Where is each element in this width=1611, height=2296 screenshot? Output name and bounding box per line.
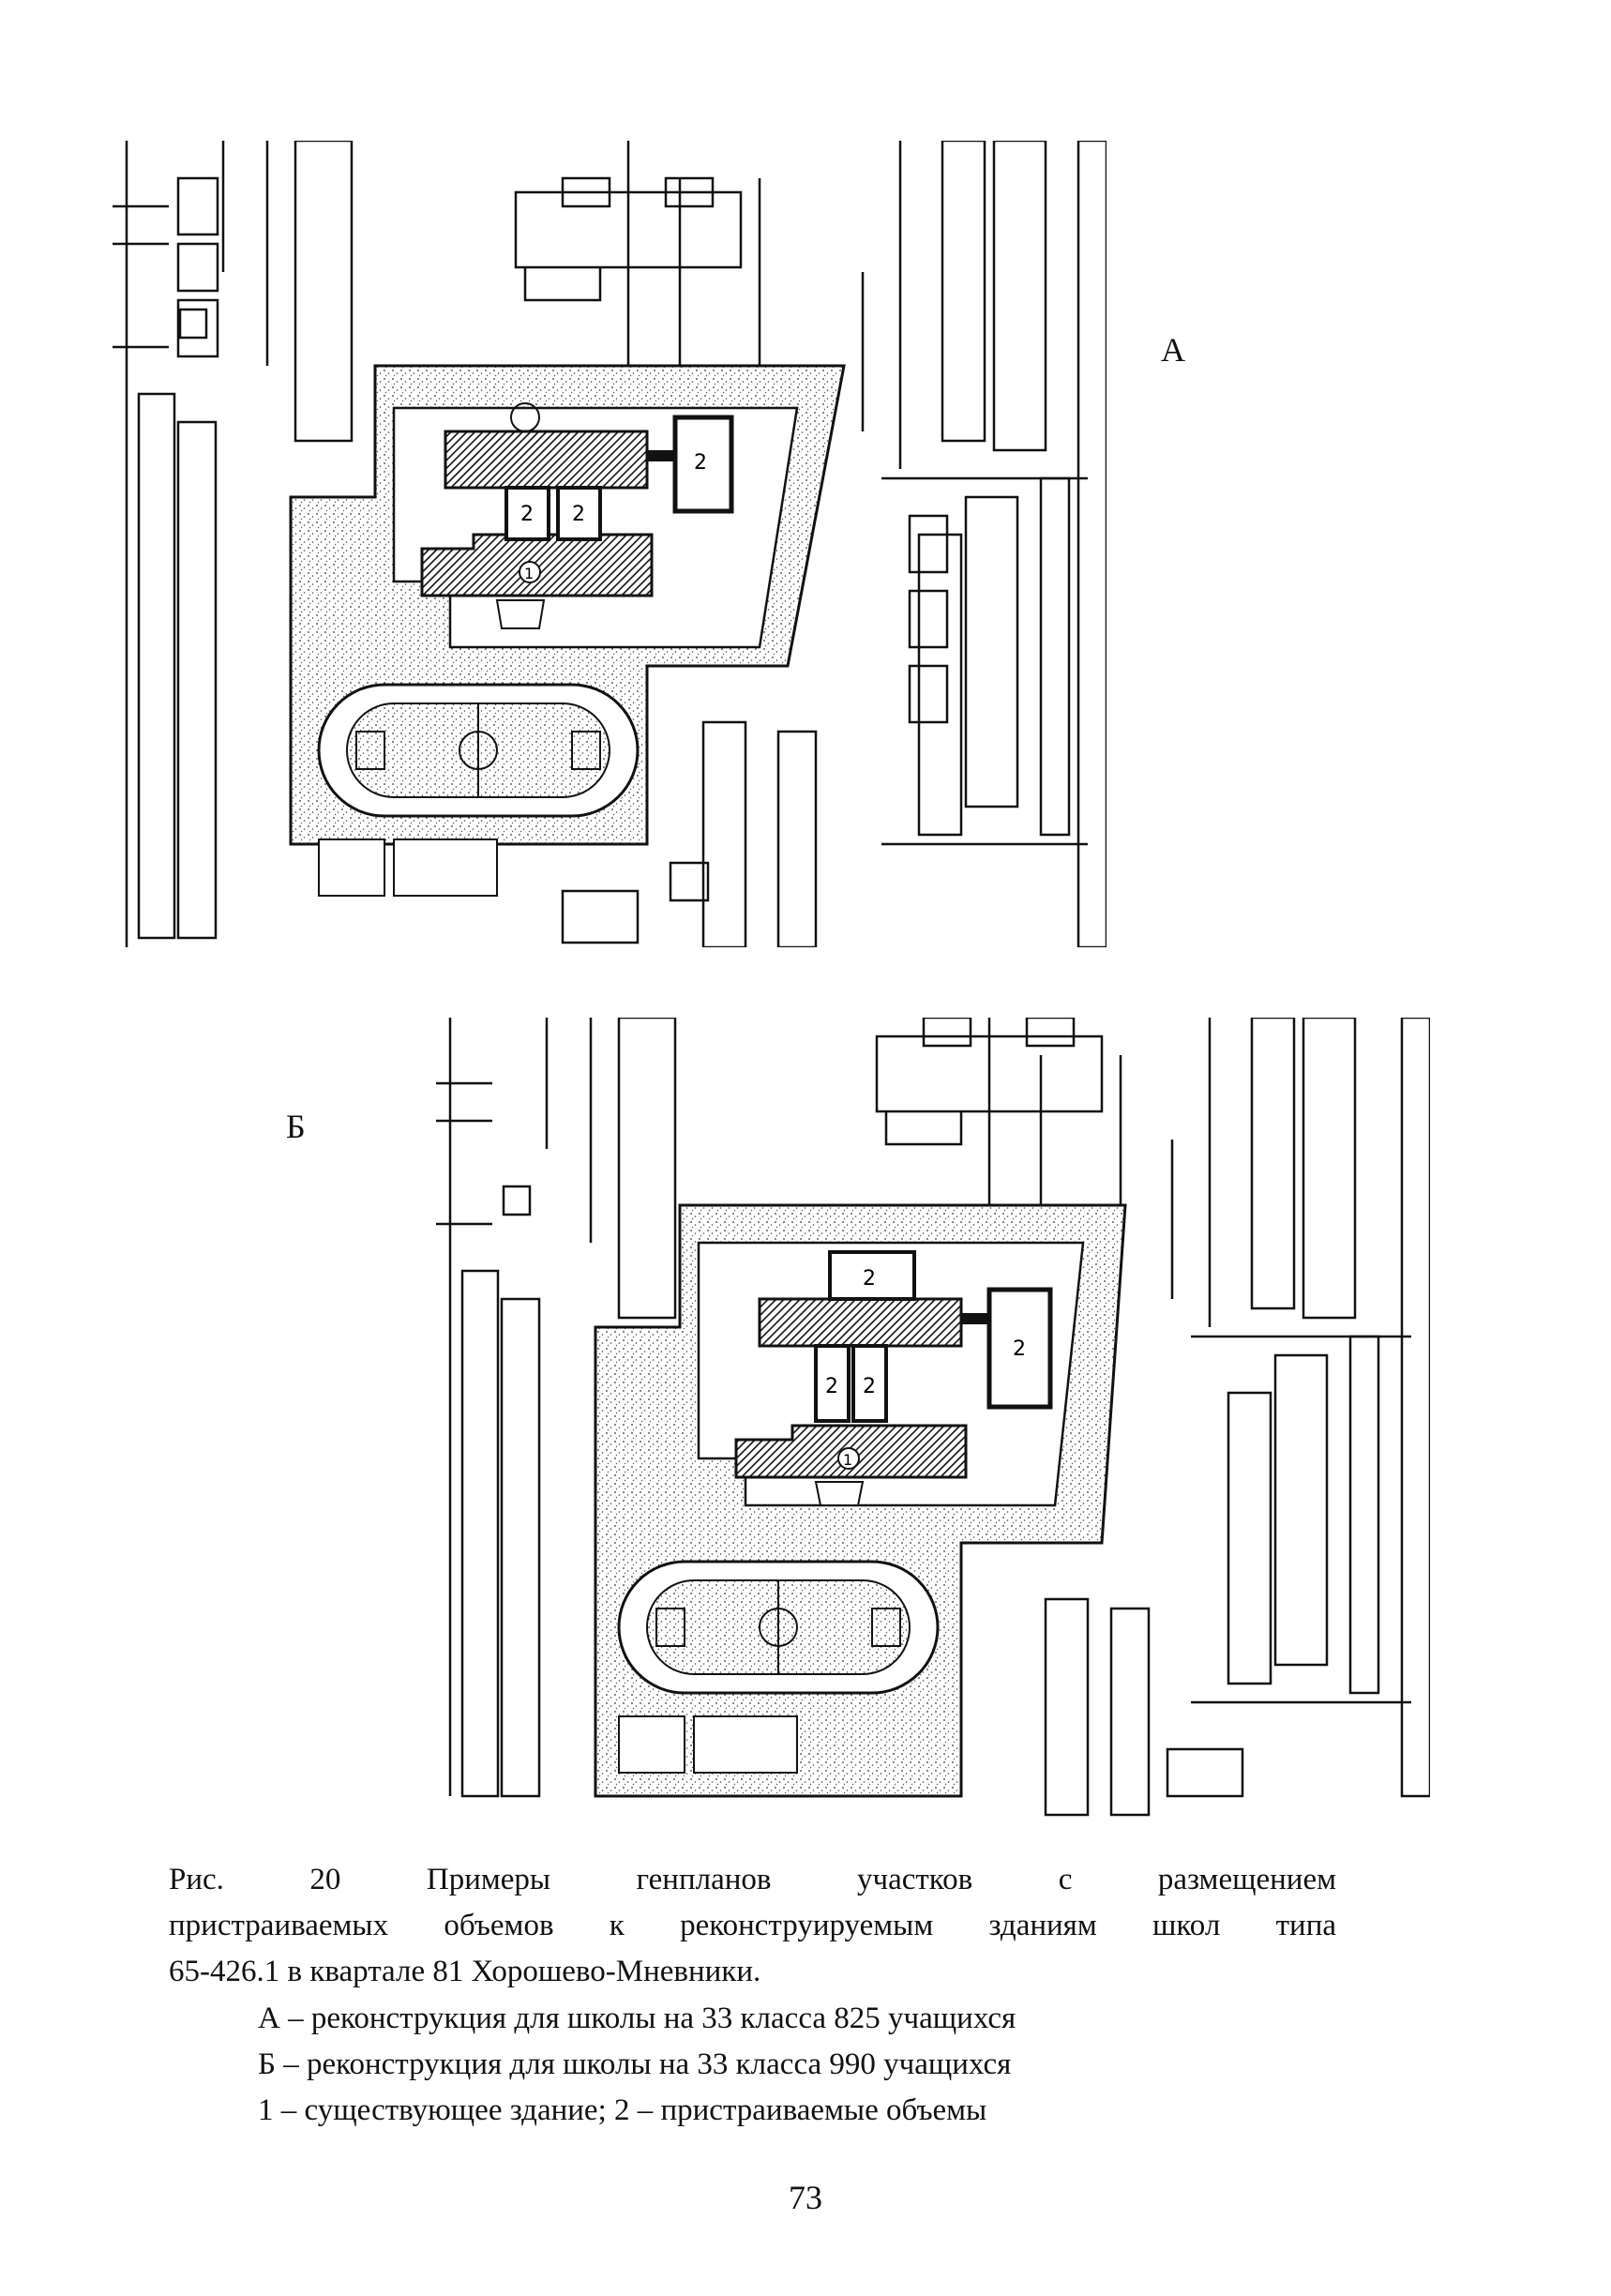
plan-a-label-added-1: 2 <box>520 503 534 526</box>
caption-line-1: Рис. 20 Примеры генпланов участков с раз… <box>169 1863 1336 1896</box>
legend-b: Б – реконструкция для школы на 33 класса… <box>258 2047 1012 2081</box>
caption-line-3: 65-426.1 в квартале 81 Хорошево-Мневники… <box>169 1955 761 1988</box>
plan-a-label-existing: 1 <box>524 565 534 582</box>
plan-b-label-added-4: 2 <box>1013 1337 1026 1361</box>
plan-b-label-added-1: 2 <box>863 1267 876 1291</box>
plan-b-label-added-3: 2 <box>863 1375 876 1398</box>
plan-a-letter: А <box>1161 331 1185 369</box>
site-plan-b: 2 2 2 2 1 <box>436 1018 1430 1824</box>
plan-b-label-added-2: 2 <box>825 1375 838 1398</box>
plan-a-label-added-2: 2 <box>572 503 585 526</box>
plan-b-label-existing: 1 <box>843 1451 852 1469</box>
legend-numbers: 1 – существующее здание; 2 – пристраивае… <box>258 2093 987 2127</box>
page-number: 73 <box>789 2179 822 2216</box>
site-plan-a-drawing: 2 2 2 1 <box>113 141 1107 947</box>
caption-line-2: пристраиваемых объемов к реконструируемы… <box>169 1909 1336 1942</box>
site-plan-b-drawing: 2 2 2 2 1 <box>436 1018 1430 1817</box>
legend-a: А – реконструкция для школы на 33 класса… <box>258 2001 1016 2035</box>
plan-a-label-added-3: 2 <box>694 451 707 475</box>
plan-b-letter: Б <box>286 1108 306 1145</box>
site-plan-a: 2 2 2 1 <box>113 141 1107 947</box>
